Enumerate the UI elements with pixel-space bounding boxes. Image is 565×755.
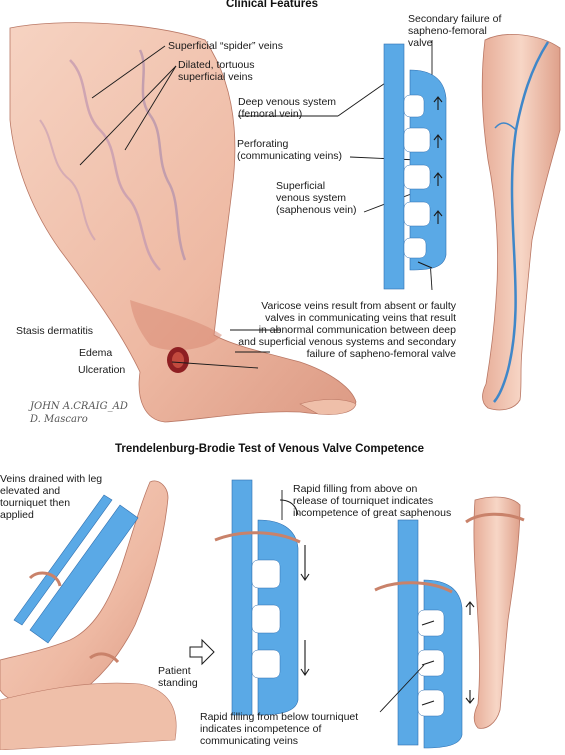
standing-arrow-icon — [189, 638, 215, 666]
vein-schematic-top — [383, 43, 447, 290]
label-deep-venous-system: Deep venous system (femoral vein) — [238, 96, 337, 120]
label-stasis-dermatitis: Stasis dermatitis — [16, 325, 94, 337]
vein-schematic-bottom-middle — [214, 479, 310, 716]
label-perforating: Perforating (communicating veins) — [237, 138, 343, 162]
clinical-features-title: Clinical Features — [226, 0, 319, 10]
elevated-leg — [0, 480, 177, 751]
label-ulceration: Ulceration — [78, 364, 126, 376]
trendelenburg-test-title: Trendelenburg-Brodie Test of Venous Valv… — [115, 443, 425, 455]
vein-schematic-bottom-right — [374, 519, 475, 749]
label-veins-drained: Veins drained with leg elevated and tour… — [0, 473, 103, 521]
varicose-leg-illustration — [9, 22, 357, 423]
signature-line-1: JOHN A.CRAIG_AD — [30, 401, 128, 412]
label-rapid-filling-below: Rapid filling from below tourniquet indi… — [200, 711, 359, 747]
label-superficial-system: Superficial venous system (saphenous vei… — [276, 180, 357, 216]
label-edema: Edema — [79, 347, 113, 359]
label-spider-veins: Superficial “spider” veins — [168, 40, 283, 52]
signature-line-2: D. Mascaro — [30, 414, 88, 425]
label-patient-standing: Patient standing — [158, 665, 198, 689]
label-rapid-filling-above: Rapid filling from above on release of t… — [293, 483, 452, 519]
standing-leg-top — [481, 34, 561, 411]
varicose-caption: Varicose veins result from absent or fau… — [238, 300, 456, 360]
standing-leg-bottom — [465, 496, 525, 729]
artist-signature: JOHN A.CRAIG_AD D. Mascaro — [30, 400, 128, 426]
leader-lines-bottom — [281, 490, 425, 713]
label-dilated-veins: Dilated, tortuous superficial veins — [178, 59, 255, 83]
label-secondary-failure: Secondary failure of sapheno-femoral val… — [408, 13, 502, 49]
